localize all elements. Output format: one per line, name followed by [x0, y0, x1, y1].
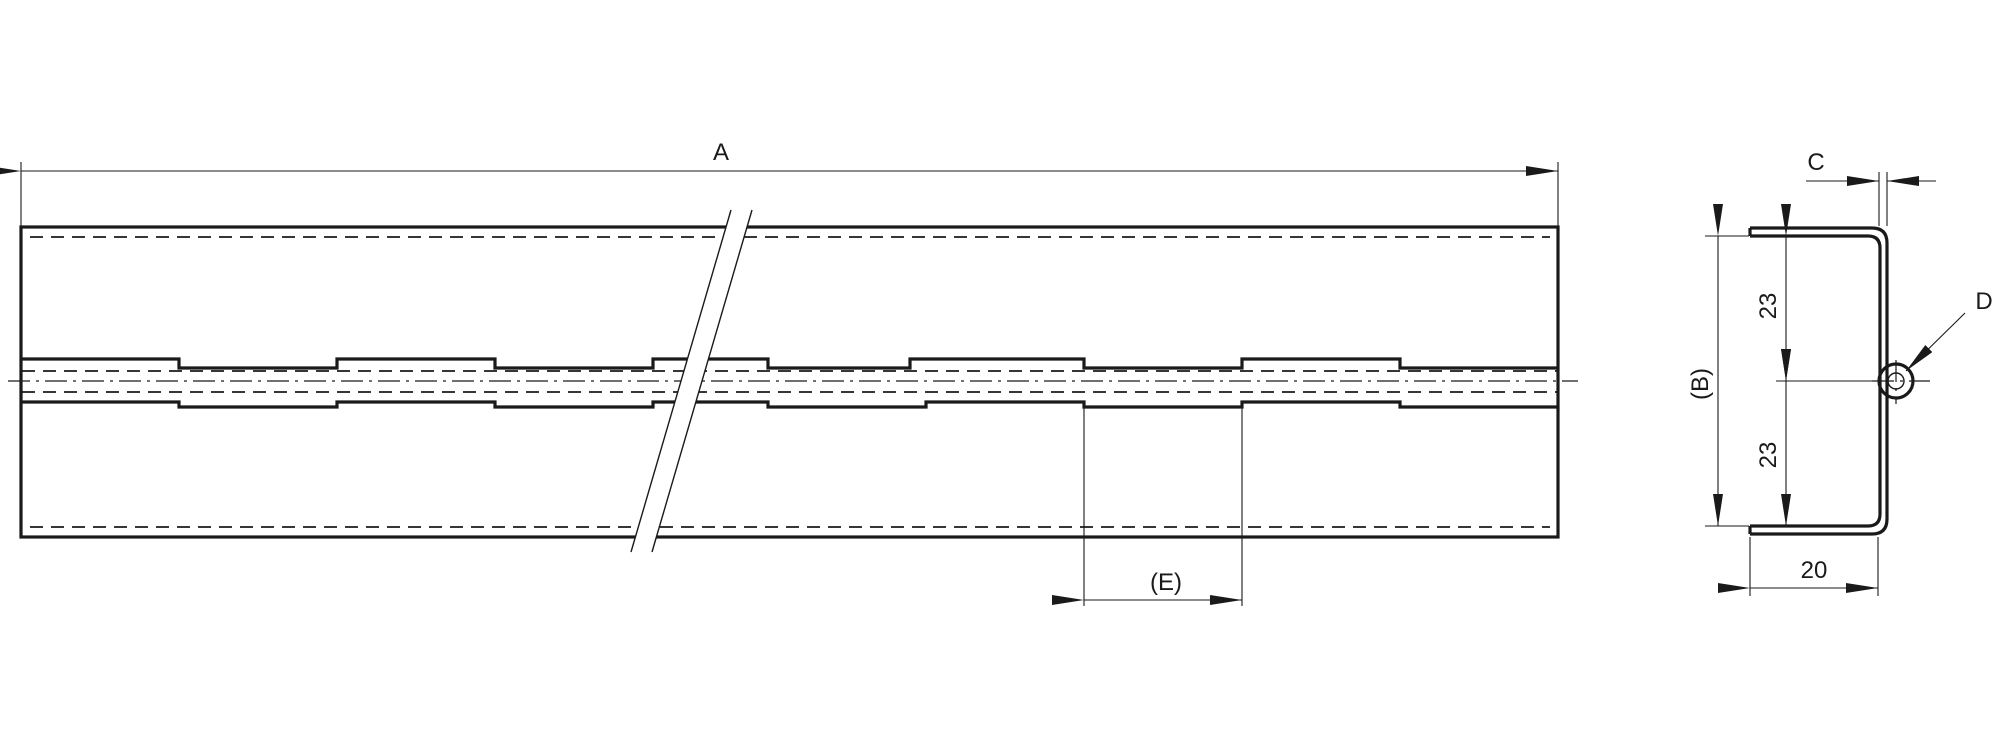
knuckle-bottom-edge — [21, 400, 1558, 409]
dimension-23-lower-label: 23 — [1755, 442, 1782, 469]
dimension-e: (E) — [1052, 408, 1243, 606]
dimension-20-label: 20 — [1801, 557, 1828, 584]
dimension-d-label: D — [1975, 288, 1992, 315]
dimension-e-label: (E) — [1150, 569, 1182, 596]
dimension-23-upper: 23 — [1755, 204, 1791, 381]
break-line-right — [651, 209, 753, 553]
dimension-d-leader — [1905, 312, 1966, 372]
knuckle-top-edge — [21, 357, 1558, 370]
dimension-c-label: C — [1807, 149, 1824, 176]
break-line-left — [630, 209, 732, 553]
side-view: (B) 23 23 20 C D — [1687, 149, 1993, 596]
dimension-23-upper-label: 23 — [1755, 293, 1782, 320]
break-mark — [630, 209, 753, 553]
dimension-a-label: A — [713, 139, 729, 166]
hinge-leaf-outline — [19, 225, 1560, 539]
dimension-b: (B) — [1687, 204, 1749, 527]
dimension-b-label: (B) — [1687, 368, 1714, 400]
dimension-23-lower: 23 — [1755, 349, 1791, 526]
knuckle-band — [8, 357, 1578, 409]
dimension-20: 20 — [1718, 537, 1879, 596]
front-view: A (E) — [0, 139, 1578, 606]
dimension-c: C — [1806, 149, 1936, 226]
dimension-a: A — [0, 139, 1559, 226]
dimension-d: D — [1905, 288, 1993, 372]
